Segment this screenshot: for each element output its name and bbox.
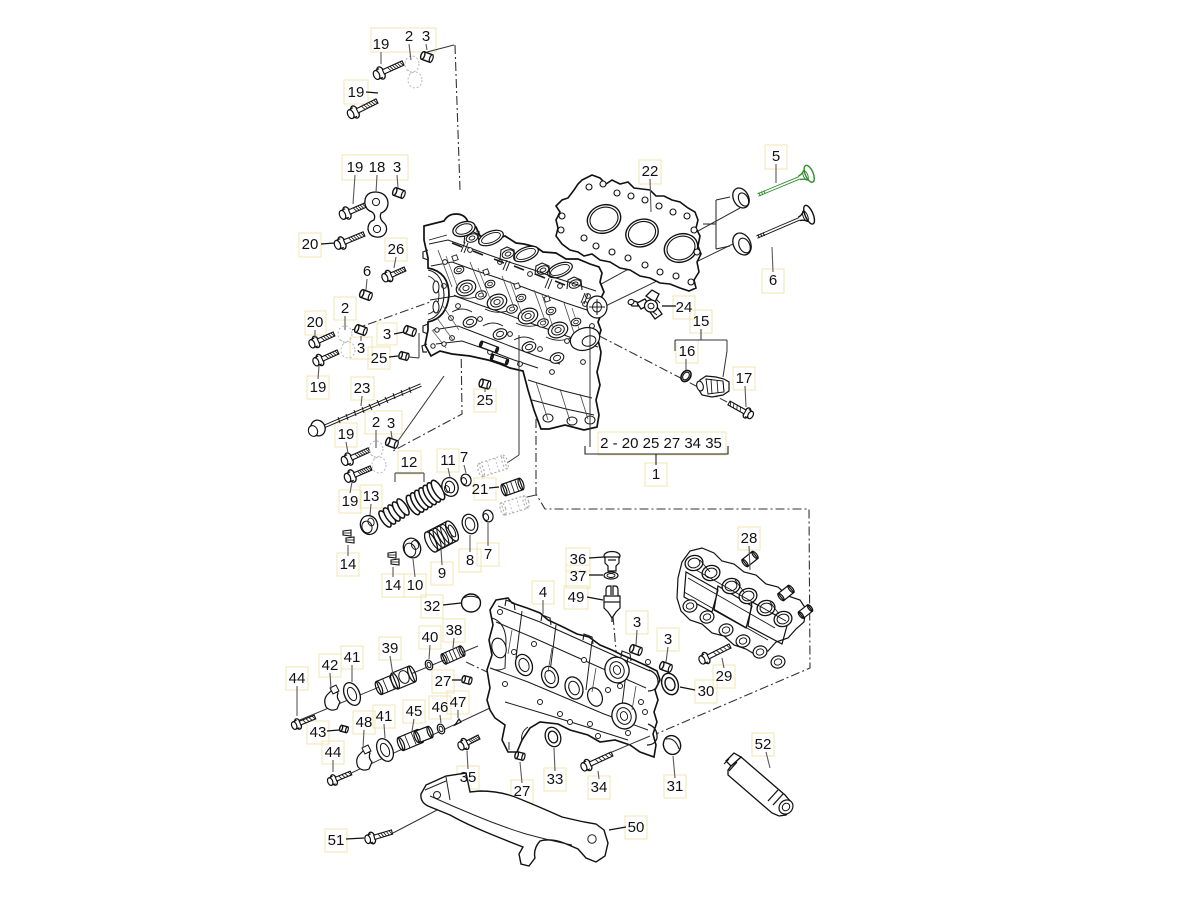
- svg-text:3: 3: [357, 340, 365, 357]
- svg-text:44: 44: [289, 670, 306, 687]
- svg-text:1: 1: [652, 466, 660, 483]
- svg-text:3: 3: [387, 415, 395, 432]
- svg-text:24: 24: [676, 299, 693, 316]
- svg-text:3: 3: [393, 159, 401, 176]
- svg-text:6: 6: [363, 263, 371, 280]
- svg-text:34: 34: [591, 779, 608, 796]
- svg-text:3: 3: [633, 614, 641, 631]
- svg-text:11: 11: [440, 452, 456, 469]
- svg-text:45: 45: [406, 703, 423, 720]
- svg-text:50: 50: [628, 819, 645, 836]
- svg-text:4: 4: [539, 584, 547, 601]
- svg-text:14: 14: [340, 556, 357, 573]
- svg-text:8: 8: [466, 552, 474, 569]
- svg-text:25: 25: [371, 350, 388, 367]
- svg-text:3: 3: [664, 631, 672, 648]
- svg-text:9: 9: [438, 565, 446, 582]
- svg-text:31: 31: [667, 778, 684, 795]
- svg-text:6: 6: [769, 272, 777, 289]
- svg-text:37: 37: [570, 568, 587, 585]
- svg-text:18: 18: [369, 159, 386, 176]
- svg-text:27: 27: [435, 673, 452, 690]
- svg-text:33: 33: [547, 771, 564, 788]
- svg-text:48: 48: [356, 714, 373, 731]
- svg-text:39: 39: [382, 640, 399, 657]
- svg-text:47: 47: [450, 694, 467, 711]
- svg-text:21: 21: [472, 481, 489, 498]
- svg-text:46: 46: [432, 699, 449, 716]
- svg-text:26: 26: [388, 241, 405, 258]
- svg-text:5: 5: [772, 148, 780, 165]
- svg-text:28: 28: [741, 530, 758, 547]
- svg-text:42: 42: [322, 657, 339, 674]
- svg-text:30: 30: [698, 683, 715, 700]
- svg-text:41: 41: [376, 708, 393, 725]
- svg-text:41: 41: [344, 649, 361, 666]
- svg-text:14: 14: [385, 577, 402, 594]
- svg-text:38: 38: [446, 622, 463, 639]
- svg-text:25: 25: [477, 392, 494, 409]
- svg-text:51: 51: [328, 832, 345, 849]
- svg-text:3: 3: [422, 28, 430, 45]
- svg-text:12: 12: [401, 454, 418, 471]
- svg-text:7: 7: [484, 546, 492, 563]
- svg-text:19: 19: [373, 36, 390, 53]
- svg-text:32: 32: [424, 598, 441, 615]
- svg-text:13: 13: [363, 488, 380, 505]
- svg-text:40: 40: [422, 629, 439, 646]
- svg-text:49: 49: [568, 589, 585, 606]
- svg-text:3: 3: [383, 326, 391, 343]
- svg-text:2: 2: [405, 28, 413, 45]
- svg-text:43: 43: [310, 724, 327, 741]
- svg-text:52: 52: [755, 736, 772, 753]
- svg-text:44: 44: [325, 744, 342, 761]
- svg-text:19: 19: [310, 379, 327, 396]
- svg-text:16: 16: [679, 343, 696, 360]
- svg-text:23: 23: [354, 380, 371, 397]
- svg-text:22: 22: [642, 163, 659, 180]
- svg-text:19: 19: [348, 84, 365, 101]
- svg-text:10: 10: [407, 577, 424, 594]
- svg-text:19: 19: [342, 493, 359, 510]
- svg-text:36: 36: [570, 551, 587, 568]
- svg-text:7: 7: [460, 449, 468, 466]
- svg-text:2: 2: [341, 300, 349, 317]
- svg-text:27: 27: [514, 783, 531, 800]
- svg-text:17: 17: [736, 370, 753, 387]
- svg-text:19: 19: [347, 159, 364, 176]
- svg-text:19: 19: [338, 426, 355, 443]
- svg-text:15: 15: [693, 313, 710, 330]
- svg-text:20: 20: [307, 314, 324, 331]
- svg-text:2: 2: [372, 414, 380, 431]
- svg-text:20: 20: [302, 236, 319, 253]
- svg-text:35: 35: [460, 769, 477, 786]
- svg-text:29: 29: [716, 668, 733, 685]
- svg-text:2 - 20 25 27 34 35: 2 - 20 25 27 34 35: [600, 435, 722, 452]
